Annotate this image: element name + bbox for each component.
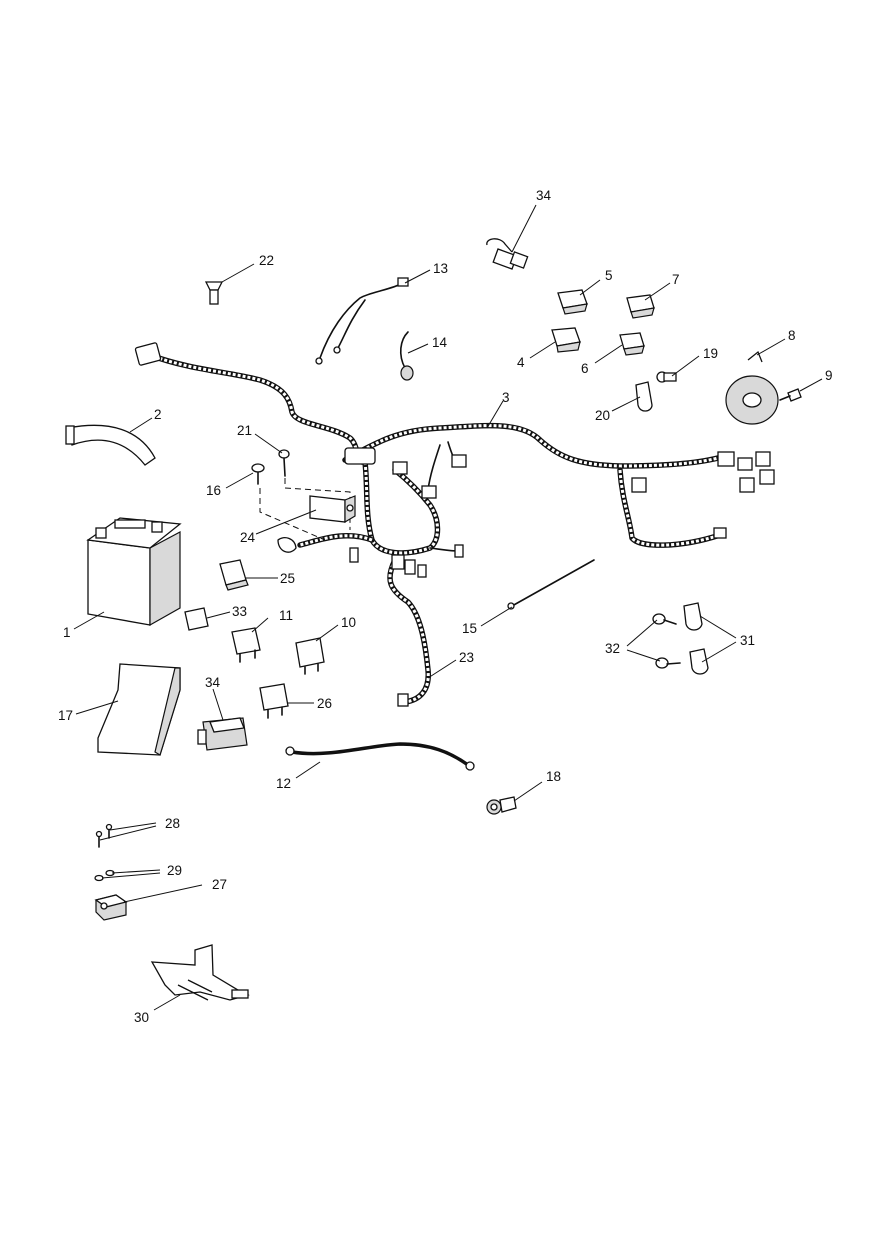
callout-34-lower: 34 [205,675,221,690]
callout-5: 5 [605,268,613,283]
callout-20: 20 [595,408,610,423]
callout-18: 18 [546,769,561,784]
callout-23: 23 [459,650,474,665]
fuse-4 [551,327,581,353]
clip-31-upper [683,602,703,631]
callout-8: 8 [788,328,796,343]
battery-strap-part [65,424,156,466]
bracket-30 [150,944,250,1001]
main-wiring-harness [134,342,775,563]
callout-4: 4 [517,355,525,370]
screw-21 [278,449,290,477]
relay-box-24 [277,495,356,553]
bracket-20 [635,381,653,412]
fuse-box-34-lower [197,717,248,751]
callout-30: 30 [134,1010,149,1025]
fuse-5 [557,289,588,315]
sensor-14 [399,331,414,381]
callout-12: 12 [276,776,291,791]
callout-15: 15 [462,621,477,636]
callout-22: 22 [259,253,274,268]
bolt-9 [779,388,802,402]
callout-11: 11 [279,608,293,623]
callout-33: 33 [232,604,247,619]
relay-33 [184,607,209,631]
callout-3: 3 [502,390,510,405]
relay-11 [231,627,261,663]
callout-26: 26 [317,696,332,711]
washers-29 [94,869,115,882]
callout-16: 16 [206,483,221,498]
callout-1: 1 [63,625,71,640]
grommet-18 [486,796,517,815]
bolt-19 [656,371,677,383]
relay-26 [259,683,289,719]
screw-32-upper [652,613,677,625]
callout-labels: 34 22 13 14 5 7 4 6 19 20 8 9 3 2 21 16 … [58,188,833,1025]
callout-31: 31 [740,633,755,648]
callout-13: 13 [433,261,448,276]
clip-31-lower [689,648,709,675]
callout-34-top: 34 [536,188,552,203]
block-27 [94,894,128,921]
callout-9: 9 [825,368,833,383]
clip-16 [251,463,265,485]
sub-harness-23 [387,554,431,707]
callout-17: 17 [58,708,73,723]
fastener-22 [204,281,224,305]
relay-25 [219,559,249,591]
callout-27: 27 [212,877,227,892]
horn-8 [725,350,779,425]
callout-32: 32 [605,641,620,656]
leader-lines [73,204,823,1011]
callout-2: 2 [154,407,162,422]
screws-28 [95,823,113,848]
callout-10: 10 [341,615,356,630]
battery-cover-part [97,663,181,756]
cable-tie-15 [507,559,595,610]
cable-13 [315,277,409,365]
fuse-6 [619,332,645,356]
fuse-holder-34-top [486,238,529,270]
fuse-7 [626,294,655,319]
earth-cable-12 [285,742,475,771]
callout-14: 14 [432,335,448,350]
relay-10 [295,637,325,675]
screw-32-lower [655,657,681,669]
battery-part [86,517,182,627]
callout-28: 28 [165,816,180,831]
callout-6: 6 [581,361,589,376]
callout-25: 25 [280,571,295,586]
callout-21: 21 [237,423,252,438]
callout-24: 24 [240,530,256,545]
callout-7: 7 [672,272,680,287]
callout-19: 19 [703,346,718,361]
callout-29: 29 [167,863,182,878]
